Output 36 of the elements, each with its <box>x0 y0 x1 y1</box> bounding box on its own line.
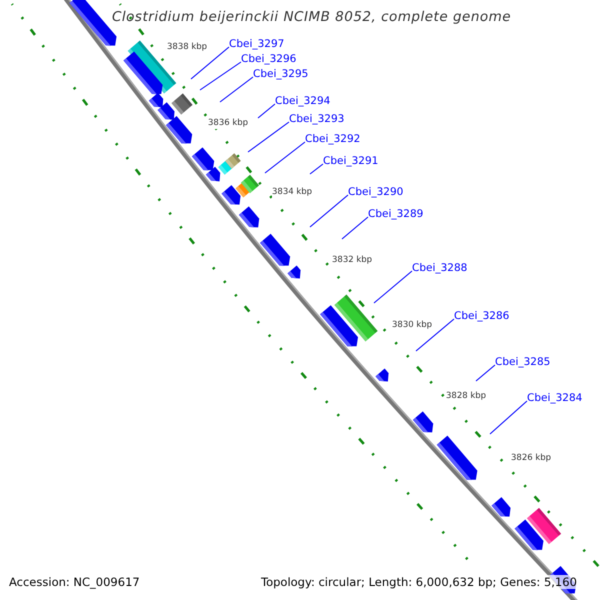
position-label: 3826 kbp <box>511 453 552 464</box>
gene-label: Cbei_3288 <box>412 262 468 275</box>
leader-line <box>248 122 290 152</box>
leader-line <box>476 364 496 382</box>
leader-line <box>374 270 412 304</box>
gene-label: Cbei_3291 <box>323 155 378 168</box>
gene-label: Cbei_3289 <box>368 208 424 221</box>
leader-line <box>220 76 254 102</box>
gene-label: Cbei_3294 <box>275 95 330 108</box>
leader-line <box>310 194 348 228</box>
leader-line <box>342 216 368 240</box>
genome-info-text: Topology: circular; Length: 6,000,632 bp; Genes: 5,160 <box>261 575 577 589</box>
title: Clostridium beijerinckii NCIMB 8052, complete genome <box>112 9 512 26</box>
leader-line <box>310 164 324 174</box>
position-label: 3830 kbp <box>392 320 432 331</box>
position-label: 3834 kbp <box>272 187 312 198</box>
leader-line <box>490 400 528 434</box>
gene-label: Cbei_3296 <box>241 53 296 66</box>
leader-line <box>200 62 242 90</box>
gene-label: Cbei_3284 <box>527 392 582 405</box>
leader-line <box>264 142 306 174</box>
gene-label: Cbei_3286 <box>454 310 510 323</box>
gene-label: Cbei_3285 <box>495 356 550 369</box>
gene-label: Cbei_3293 <box>289 113 344 126</box>
leader-line <box>258 104 276 118</box>
gene-label: Cbei_3295 <box>253 68 308 81</box>
genome-info-text: Accession: NC_009617 <box>9 575 140 589</box>
position-label: 3832 kbp <box>332 255 372 266</box>
leader-line <box>416 318 454 352</box>
gene-label: Cbei_3297 <box>229 38 284 51</box>
leader-line <box>190 46 230 80</box>
position-label: 3838 kbp <box>167 42 208 53</box>
gene-label: Cbei_3290 <box>348 186 404 199</box>
position-label: 3836 kbp <box>208 118 248 129</box>
gene-label: Cbei_3292 <box>305 133 360 146</box>
position-label: 3828 kbp <box>446 391 486 402</box>
